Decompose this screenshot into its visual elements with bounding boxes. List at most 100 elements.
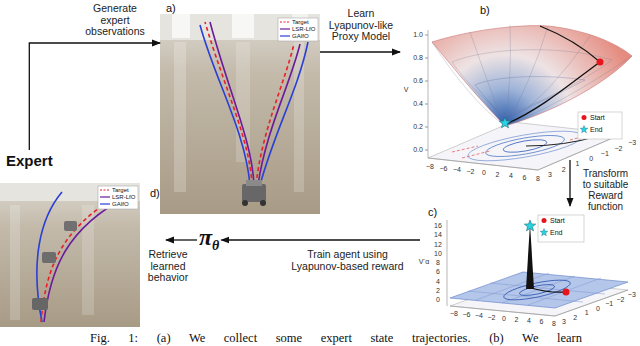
connector-arrow	[221, 239, 420, 240]
photo-d-part	[98, 186, 138, 209]
photo-a-part	[200, 25, 250, 185]
reward-surface-plot-part	[468, 273, 605, 305]
photo-d	[0, 183, 140, 327]
connector-arrow	[29, 43, 160, 150]
panel-letter: a)	[166, 2, 176, 14]
panel-letter: d)	[150, 187, 160, 199]
lyapunov-surface-plot-part	[475, 77, 585, 120]
lyapunov-surface-plot-part	[428, 134, 622, 170]
legend-text: Start	[590, 114, 605, 122]
reward-surface-plot-part	[526, 224, 534, 289]
tick-label: 4	[509, 172, 513, 180]
lyapunov-surface-plot-part	[432, 26, 632, 126]
tick-label: −2	[617, 296, 625, 304]
legend-text: Target	[112, 187, 129, 194]
tick-label: 0	[502, 315, 506, 323]
legend-text: Start	[550, 217, 565, 225]
lyapunov-surface-plot-part	[425, 35, 428, 36]
tick-label: 14	[434, 231, 442, 239]
tick-label: 8	[536, 175, 540, 183]
tick-label: 6	[523, 174, 527, 182]
plot-panel: c)	[420, 206, 640, 328]
reward-surface-plot-part	[563, 289, 570, 296]
photo-a-part	[172, 14, 190, 38]
tick-label: 0	[482, 169, 486, 177]
tick-label: 1	[585, 309, 589, 317]
policy-symbol: πθ	[197, 222, 221, 253]
tick-label: 16	[434, 222, 442, 230]
photo-d-part	[42, 252, 56, 263]
connector-arrow	[320, 51, 400, 52]
photo-a	[160, 14, 320, 214]
tick-label: −2	[467, 168, 475, 176]
legend-text: GAIfO	[292, 33, 309, 40]
lyapunov-surface-plot-part	[425, 127, 428, 128]
tick-label: 1.0	[413, 31, 423, 39]
edge-label: Train agent using Lyapunov-based reward	[285, 249, 410, 272]
tick-label: 0.8	[413, 54, 423, 62]
tick-label: 2	[496, 171, 500, 179]
lyapunov-surface-plot-part	[425, 58, 428, 59]
lyapunov-surface-plot-part	[428, 30, 429, 158]
tick-label: 0	[589, 155, 593, 163]
reward-surface-plot-part	[538, 215, 584, 242]
tick-label: 2	[573, 314, 577, 322]
reward-surface-plot-part	[450, 272, 628, 308]
photo-d-part	[100, 196, 110, 197]
tick-label: 0.6	[413, 77, 423, 85]
expert-label: Expert	[4, 150, 55, 172]
tick-label: 0.2	[413, 123, 423, 131]
axis-label: V	[404, 86, 409, 94]
tick-label: −6	[463, 311, 471, 319]
reward-surface-plot-part	[450, 290, 628, 316]
tick-label: −3	[628, 139, 636, 147]
photo-a-part	[205, 22, 252, 185]
tick-label: 6	[540, 318, 544, 326]
figure-caption: Fig. 1: (a) We collect some expert state…	[90, 331, 582, 345]
tick-label: 8	[436, 259, 440, 267]
photo-a-part	[174, 42, 186, 192]
edge-label: Retrieve learned behavior	[138, 249, 198, 284]
tick-label: −4	[453, 166, 461, 174]
lyapunov-surface-plot-part	[499, 117, 510, 128]
tick-label: −8	[426, 163, 434, 171]
tick-label: 4	[436, 278, 440, 286]
lyapunov-surface-plot-part	[425, 150, 428, 151]
photo-a-part	[260, 42, 308, 185]
photo-d-part	[32, 298, 48, 310]
photo-d-part	[0, 183, 140, 327]
connector-arrow	[166, 239, 197, 240]
photo-a-part	[232, 14, 254, 38]
reward-surface-plot-part	[540, 229, 548, 236]
photo-a-part	[246, 180, 262, 186]
legend-text: End	[590, 126, 602, 134]
photo-a-part	[242, 184, 266, 202]
tick-label: −6	[440, 165, 448, 173]
axis-label: V⁻α	[419, 258, 430, 266]
tick-label: 0.4	[413, 100, 423, 108]
lyapunov-surface-plot-part	[484, 131, 566, 161]
node-text: π	[199, 224, 212, 251]
reward-surface-plot-part	[447, 220, 448, 306]
legend-text: GAIfO	[112, 201, 129, 208]
tick-label: −2	[615, 145, 623, 153]
connector-arrow	[569, 160, 570, 206]
photo-a-part	[160, 14, 320, 40]
tick-label: 12	[434, 241, 442, 249]
photo-d-part	[100, 203, 110, 204]
tick-label: −1	[605, 300, 613, 308]
lyapunov-surface-plot-part	[425, 81, 428, 82]
photo-d-part	[10, 205, 20, 320]
reward-surface-plot-part	[531, 288, 566, 292]
photo-panel: d)	[0, 183, 166, 327]
photo-a-part	[280, 28, 290, 29]
photo-a-part	[256, 44, 294, 185]
photo-a-part	[160, 14, 320, 214]
photo-d-part	[0, 183, 140, 201]
tick-label: 1	[575, 160, 579, 168]
lyapunov-surface-plot-part	[580, 126, 588, 133]
tick-label: 6	[436, 268, 440, 276]
tick-label: 10	[434, 250, 442, 258]
